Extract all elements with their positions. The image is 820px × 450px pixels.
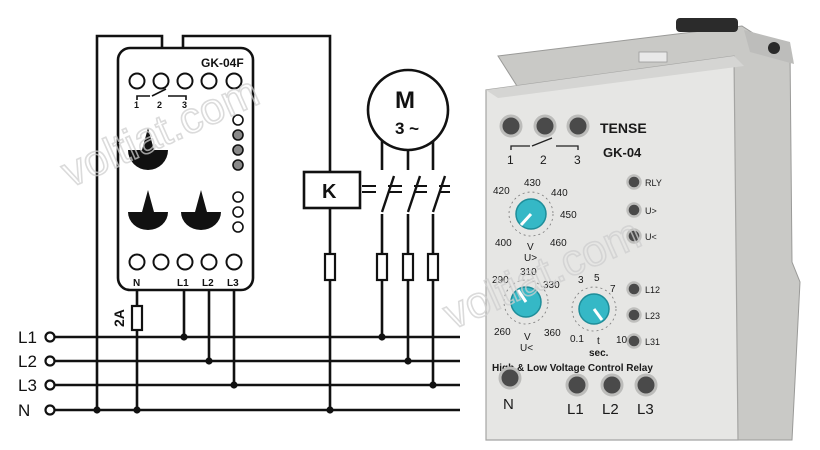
contactor-label: K [322, 181, 337, 203]
led-label-l31: L31 [645, 337, 660, 347]
led-label-u-under: U< [645, 232, 657, 242]
product-contact-3: 3 [574, 153, 581, 167]
product-bottom-terminals [498, 366, 658, 397]
symbol-under: U< [520, 343, 533, 354]
led-label-u-over: U> [645, 206, 657, 216]
contactor-switches [376, 170, 447, 214]
fuse-2a [130, 304, 144, 332]
relay-contact-1: 1 [134, 100, 139, 110]
fuse-l2 [401, 252, 415, 282]
brand-label: TENSE [600, 120, 647, 136]
mount-hole [768, 42, 780, 54]
junction-dots [93, 333, 437, 414]
relay-term-l2-label: L2 [202, 278, 214, 289]
relay-contact-3: 3 [182, 100, 187, 110]
tick-over-430: 430 [524, 178, 541, 189]
wire-coil-top [181, 34, 332, 172]
switch-blade-2 [406, 175, 422, 213]
relay-model-label: GK-04F [201, 56, 244, 70]
tick-under-310: 310 [520, 267, 537, 278]
tick-under-330: 330 [543, 280, 560, 291]
symbol-over: U> [524, 253, 537, 264]
motor-symbol [366, 68, 450, 152]
relay-contact-2: 2 [157, 100, 162, 110]
contactor-coil [302, 170, 362, 210]
dial-under-voltage[interactable] [503, 279, 549, 325]
led-label-rly: RLY [645, 178, 662, 188]
fuses [130, 252, 440, 332]
tick-time-10: 10 [616, 335, 628, 346]
fuse-coil [323, 252, 337, 282]
product-top-terminals [499, 114, 590, 138]
product-contact-1: 1 [507, 153, 514, 167]
tick-time-5: 5 [594, 273, 600, 284]
dial-time-delay[interactable] [571, 286, 617, 332]
relay-top-terminals [128, 72, 243, 90]
switch-blade-1 [380, 175, 396, 213]
din-clip [676, 18, 738, 32]
product-term-l2: L2 [602, 401, 619, 418]
tick-over-420: 420 [493, 186, 510, 197]
product-title: High & Low Voltage Control Relay [492, 363, 653, 374]
tick-over-460: 460 [550, 238, 567, 249]
product-term-l3: L3 [637, 401, 654, 418]
motor-label: M [395, 87, 415, 114]
product-contact-2: 2 [540, 153, 547, 167]
bus-label-n: N [18, 401, 30, 420]
relay-knobs [128, 128, 221, 230]
tick-over-450: 450 [560, 210, 577, 221]
tick-time-7: 7 [610, 284, 616, 295]
relay-product: TENSE GK-04 1 2 3 RLY U> U< L12 L23 L31 [485, 18, 801, 441]
product-leds [626, 174, 642, 349]
tick-over-440: 440 [551, 188, 568, 199]
bus-label-l3: L3 [18, 376, 37, 395]
relay-knob-2 [128, 190, 168, 230]
relay-bottom-terminals [128, 253, 243, 271]
fuse-l3 [426, 252, 440, 282]
symbol-time: sec. [589, 348, 609, 359]
relay-knob-3 [181, 190, 221, 230]
motor-phase-label: 3 ~ [395, 119, 419, 138]
unit-over: V [527, 242, 534, 253]
led-label-l12: L12 [645, 285, 660, 295]
unit-under: V [524, 332, 531, 343]
tick-under-290: 290 [492, 275, 509, 286]
relay-term-l1-label: L1 [177, 278, 189, 289]
product-term-l1: L1 [567, 401, 584, 418]
tick-over-400: 400 [495, 238, 512, 249]
switch-blade-3 [431, 175, 447, 213]
relay-contact-symbol [136, 88, 187, 100]
tick-under-360: 360 [544, 328, 561, 339]
product-term-n: N [503, 396, 514, 413]
relay-term-l3-label: L3 [227, 278, 239, 289]
dial-over-voltage[interactable] [508, 191, 554, 237]
tick-time-3: 3 [578, 275, 584, 286]
bus-label-l1: L1 [18, 328, 37, 347]
tick-time-0.1: 0.1 [570, 334, 584, 345]
relay-term-n-label: N [133, 278, 140, 289]
led-label-l23: L23 [645, 311, 660, 321]
fuse-2a-label: 2A [111, 309, 127, 327]
unit-time: t [597, 336, 600, 347]
wire-n-top [95, 34, 164, 410]
fuse-l1 [375, 252, 389, 282]
relay-leds [232, 114, 244, 233]
bus-terminals [44, 331, 56, 416]
product-model: GK-04 [603, 145, 642, 160]
tick-under-260: 260 [494, 327, 511, 338]
bus-label-l2: L2 [18, 352, 37, 371]
relay-knob-1 [128, 128, 168, 170]
